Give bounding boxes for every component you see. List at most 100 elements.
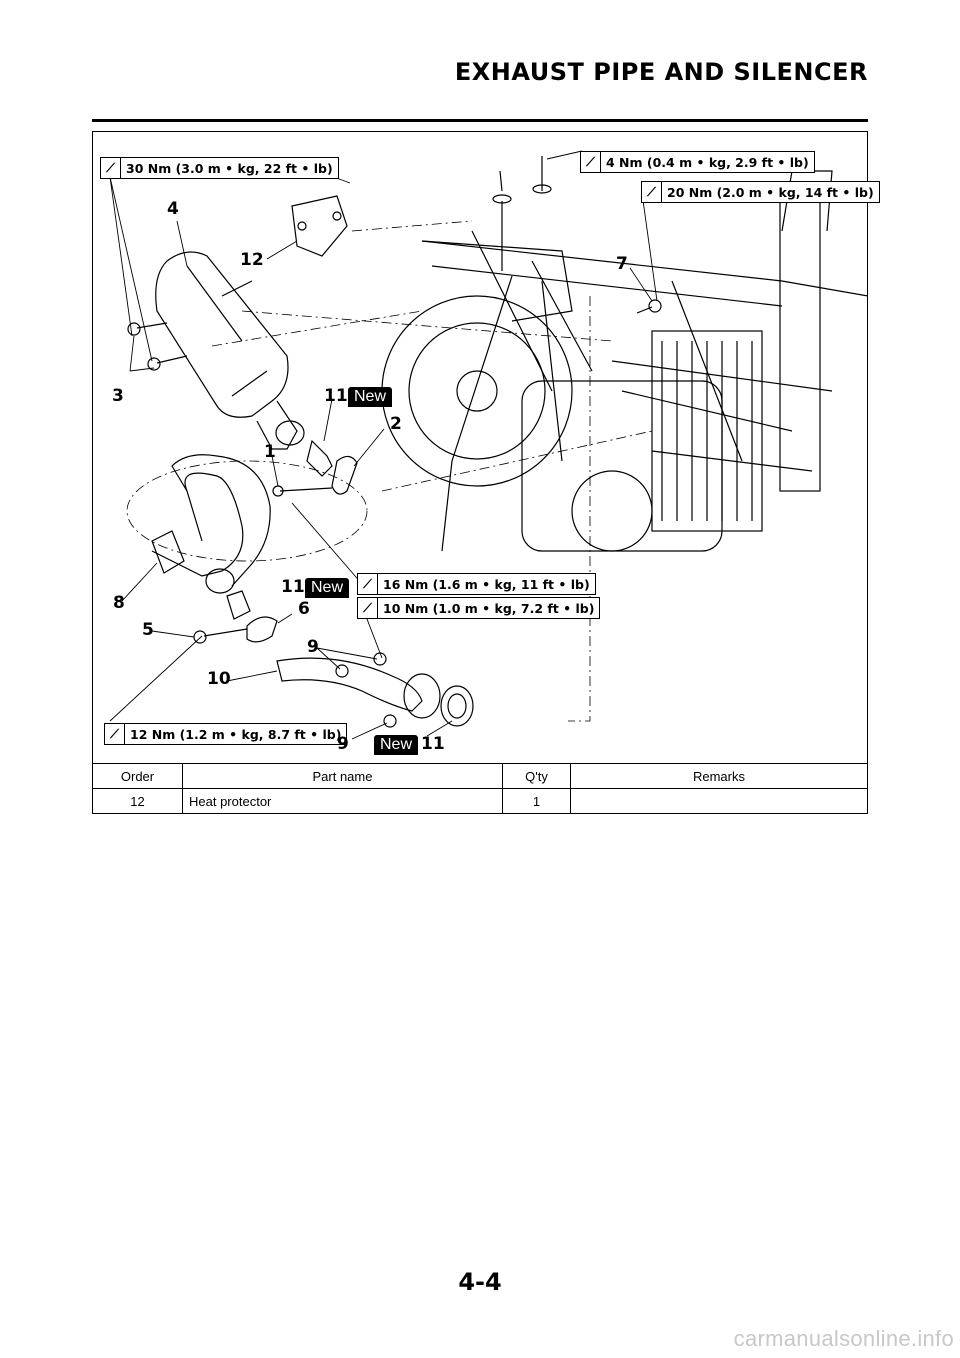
callout-11-lower: 11 bbox=[421, 734, 445, 754]
table-row: 12 Heat protector 1 bbox=[92, 788, 868, 814]
leader-7 bbox=[629, 267, 653, 302]
cell-qty: 1 bbox=[502, 788, 571, 814]
leader-5 bbox=[151, 630, 195, 638]
header-outlet bbox=[205, 568, 235, 594]
header-rule bbox=[92, 119, 868, 122]
washer-top-a bbox=[492, 194, 512, 204]
cell-remarks bbox=[570, 788, 868, 814]
rear-subframe bbox=[421, 230, 593, 392]
engine-cover bbox=[571, 470, 653, 552]
leader-12nm bbox=[109, 635, 203, 722]
radiator-fins bbox=[661, 341, 753, 521]
page-number: 4-4 bbox=[458, 1268, 502, 1296]
bolt-3b-head bbox=[147, 357, 161, 371]
leader-10 bbox=[226, 670, 278, 682]
callout-12: 12 bbox=[240, 250, 264, 270]
bolt-5 bbox=[203, 628, 248, 637]
bolt-3a bbox=[136, 322, 168, 329]
callout-11-middle: 11 bbox=[281, 577, 305, 597]
bolt-7-head bbox=[648, 299, 662, 313]
torque-spec-label: 12 Nm (1.2 m • kg, 8.7 ft • lb) bbox=[130, 726, 342, 742]
header-qty: Q'ty bbox=[502, 763, 571, 789]
torque-wrench-icon: ⟋ bbox=[358, 598, 378, 618]
silencer bbox=[155, 251, 289, 418]
leader-4 bbox=[176, 220, 188, 267]
leader-2 bbox=[353, 428, 385, 467]
joint-lower bbox=[226, 590, 251, 620]
leader-8 bbox=[121, 562, 158, 602]
torque-wrench-icon: ⟋ bbox=[101, 158, 121, 178]
cell-part-name: Heat protector bbox=[182, 788, 503, 814]
nut-9a bbox=[335, 664, 349, 678]
rear-wheel-hub bbox=[456, 370, 498, 412]
cell-order: 12 bbox=[92, 788, 183, 814]
frame-outline bbox=[421, 170, 868, 552]
callout-4: 4 bbox=[167, 199, 179, 219]
callout-5: 5 bbox=[142, 620, 154, 640]
torque-spec-nut: ⟋ 12 Nm (1.2 m • kg, 8.7 ft • lb) bbox=[104, 723, 348, 745]
pipe-10 bbox=[276, 657, 423, 712]
header-joint bbox=[151, 530, 185, 574]
header-part-name: Part name bbox=[182, 763, 503, 789]
torque-wrench-icon: ⟋ bbox=[642, 182, 662, 202]
new-part-badge: New bbox=[305, 578, 350, 598]
leader-4nm bbox=[546, 150, 583, 160]
leader-16nm bbox=[291, 502, 363, 585]
torque-spec-bolt-7: ⟋ 20 Nm (2.0 m • kg, 14 ft • lb) bbox=[641, 181, 880, 203]
leader-11-lower bbox=[426, 720, 453, 737]
table-header-row: Order Part name Q'ty Remarks bbox=[92, 763, 868, 789]
torque-wrench-icon: ⟋ bbox=[105, 724, 125, 744]
heat-protector-hole-a bbox=[297, 221, 307, 231]
align-line-b bbox=[211, 310, 423, 347]
callout-8: 8 bbox=[113, 593, 125, 613]
torque-spec-clamp-lower: ⟋ 10 Nm (1.0 m • kg, 7.2 ft • lb) bbox=[357, 597, 601, 619]
radiator bbox=[651, 330, 763, 532]
joint-upper bbox=[306, 439, 333, 477]
torque-spec-heat-protector: ⟋ 4 Nm (0.4 m • kg, 2.9 ft • lb) bbox=[580, 151, 815, 173]
gasket-inner bbox=[447, 693, 467, 719]
callout-10: 10 bbox=[207, 669, 231, 689]
new-part-badge: New bbox=[374, 735, 419, 755]
leader-11-upper bbox=[323, 398, 333, 442]
callout-2: 2 bbox=[390, 414, 402, 434]
nut-9c bbox=[383, 714, 397, 728]
header-order: Order bbox=[92, 763, 183, 789]
callout-9-lower: 9 bbox=[337, 734, 349, 754]
clamp-upper bbox=[331, 455, 358, 495]
leader-6 bbox=[277, 613, 293, 624]
torque-wrench-icon: ⟋ bbox=[358, 574, 378, 594]
align-line-e bbox=[568, 296, 591, 722]
phantom-ellipse bbox=[126, 460, 368, 562]
washer-top-b bbox=[532, 184, 552, 194]
torque-spec-label: 30 Nm (3.0 m • kg, 22 ft • lb) bbox=[126, 160, 333, 176]
flange bbox=[403, 673, 441, 719]
callout-9-upper: 9 bbox=[307, 637, 319, 657]
rear-wheel-inner bbox=[408, 322, 546, 460]
bolt-1 bbox=[279, 487, 333, 492]
leader-9 bbox=[316, 647, 378, 670]
heat-protector bbox=[291, 195, 348, 257]
torque-spec-label: 16 Nm (1.6 m • kg, 11 ft • lb) bbox=[383, 576, 590, 592]
align-line-a bbox=[241, 310, 613, 342]
torque-spec-label: 20 Nm (2.0 m • kg, 14 ft • lb) bbox=[667, 184, 874, 200]
leader-30nm bbox=[109, 168, 351, 362]
torque-spec-label: 10 Nm (1.0 m • kg, 7.2 ft • lb) bbox=[383, 600, 595, 616]
silencer-outlet-end bbox=[275, 420, 305, 446]
bolt-3b bbox=[156, 355, 188, 364]
torque-spec-silencer: ⟋ 30 Nm (3.0 m • kg, 22 ft • lb) bbox=[100, 157, 339, 179]
callout-11-upper: 11 bbox=[324, 386, 348, 406]
align-line-c bbox=[381, 430, 653, 492]
gasket-outer bbox=[440, 685, 474, 727]
clamp-lower bbox=[246, 616, 278, 643]
align-line-d bbox=[351, 220, 473, 232]
silencer-band bbox=[186, 265, 268, 397]
leader-9b bbox=[351, 722, 388, 740]
leader-1 bbox=[271, 455, 279, 487]
header-pipe bbox=[151, 454, 271, 587]
callout-7: 7 bbox=[616, 254, 628, 274]
bolt-3a-head bbox=[127, 322, 141, 336]
callout-6: 6 bbox=[298, 599, 310, 619]
page-title: EXHAUST PIPE AND SILENCER bbox=[454, 58, 868, 86]
header-remarks: Remarks bbox=[570, 763, 868, 789]
content-frame bbox=[92, 131, 868, 814]
